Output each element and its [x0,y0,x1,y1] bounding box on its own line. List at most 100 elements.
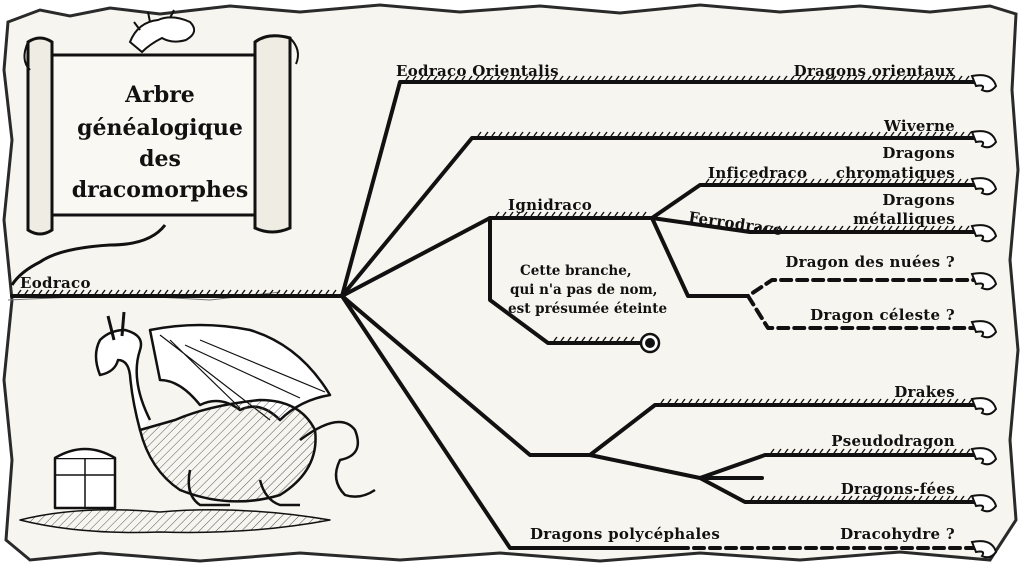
spine-tick [874,225,879,231]
spine-tick [751,398,756,404]
spine-tick [122,289,127,295]
branch-orientalis [340,80,977,298]
spine-tick [716,398,721,404]
spine-tick [136,289,141,295]
spine-tick [811,225,816,231]
spine-tick [798,448,803,454]
label-dragons-chromatiques-2: chromatiques [836,164,955,182]
spine-tick [680,131,685,137]
spine-tick [447,75,452,81]
spine-tick [248,289,253,295]
spine-tick [475,75,480,81]
spine-tick [797,75,802,81]
spine-tick [902,75,907,81]
claw-tip [970,177,998,196]
spine-tick [890,495,895,501]
spine-tick [754,178,759,184]
spine-tick [304,289,309,295]
title-line-2: généalogique [77,115,243,141]
spine-tick [762,225,767,231]
spine-tick [838,178,843,184]
spine-tick [839,75,844,81]
spine-tick [923,75,928,81]
spine-tick [833,448,838,454]
spine-tick [589,131,594,137]
label-eodraco-orientalis: Eodraco Orientalis [396,62,559,80]
spine-tick [910,448,915,454]
spine-tick [582,131,587,137]
spine-tick [876,131,881,137]
spine-tick [947,398,952,404]
spine-tick [635,211,640,217]
spine-tick [318,289,323,295]
spine-tick [960,495,965,501]
spine-tick [608,75,613,81]
spine-tick [283,289,288,295]
spine-tick [405,75,410,81]
spine-tick [750,495,755,501]
spine-tick [812,448,817,454]
spine-tick [853,75,858,81]
spine-tick [708,131,713,137]
spine-tick [786,398,791,404]
spine-tick [813,131,818,137]
spine-tick [744,398,749,404]
spine-tick [600,211,605,217]
spine-tick [743,131,748,137]
spine-tick [915,178,920,184]
spine-tick [964,178,969,184]
spine-tick [727,75,732,81]
spine-tick [918,495,923,501]
spine-tick [642,211,647,217]
spine-tick [505,131,510,137]
spine-tick [904,495,909,501]
claw-tip [970,224,998,243]
spine-tick [859,178,864,184]
spine-tick [930,225,935,231]
spine-tick [768,178,773,184]
spine-tick [523,211,528,217]
spine-tick [764,495,769,501]
spine-tick [517,75,522,81]
spine-tick [888,225,893,231]
spine-tick [882,448,887,454]
spine-tick [454,75,459,81]
spine-tick [967,131,972,137]
spine-tick [660,398,665,404]
spine-tick [580,75,585,81]
spine-tick [925,131,930,137]
spine-tick [792,131,797,137]
spine-tick [575,131,580,137]
spine-tick [834,495,839,501]
spine-tick [821,398,826,404]
spine-tick [624,131,629,137]
dragon-illustration [19,311,376,534]
spine-tick [789,178,794,184]
spine-tick [678,75,683,81]
label-dracohydre: Dracohydre ? [840,525,955,543]
spine-tick [847,448,852,454]
spine-tick [770,448,775,454]
spine-tick [939,495,944,501]
spine-tick [701,131,706,137]
spine-tick [813,495,818,501]
spine-tick [747,178,752,184]
spine-tick [957,178,962,184]
branch-fees [698,476,977,504]
spine-tick [594,75,599,81]
branch-polycephales [340,294,680,550]
spine-tick [814,398,819,404]
spine-tick [206,289,211,295]
claw-tips [970,74,998,559]
spine-tick [519,131,524,137]
spine-tick [806,495,811,501]
spine-tick [674,398,679,404]
spine-tick [807,398,812,404]
spine-tick [659,131,664,137]
spine-tick [841,131,846,137]
spine-tick [860,75,865,81]
spine-tick [695,398,700,404]
spine-tick [930,75,935,81]
spine-tick [722,131,727,137]
